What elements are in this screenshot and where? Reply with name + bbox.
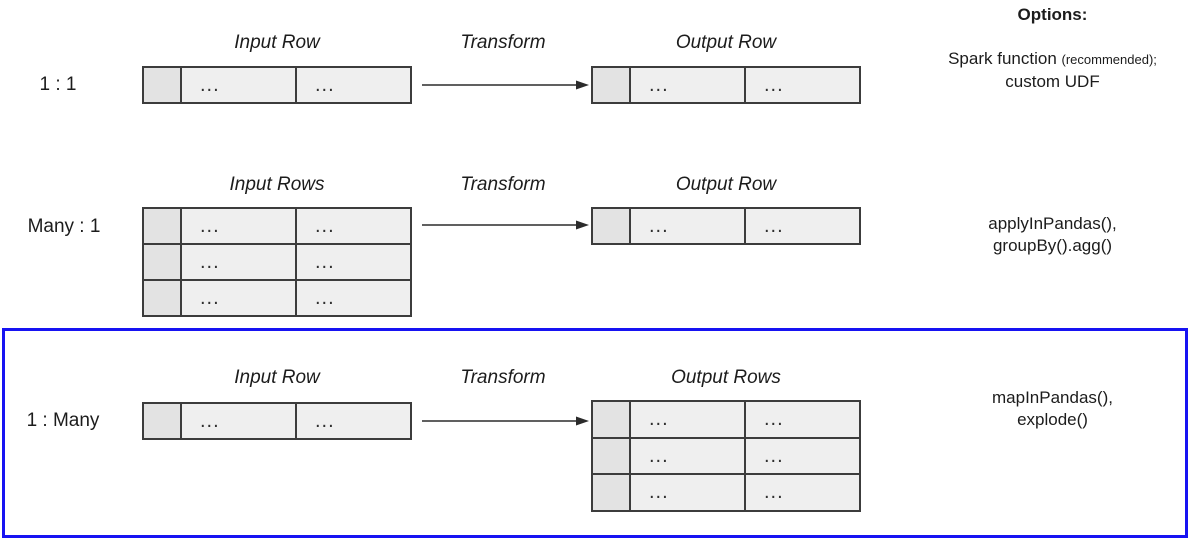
row-data-cell: ... [631,438,746,474]
output-rows-table: ... ... ... ... ... ... [591,400,861,512]
row-data-cell: ... [746,402,859,437]
table-row: ... ... [144,281,410,315]
table-row: ... ... [593,402,859,439]
input-row-table: ... ... [142,66,412,104]
row-key-cell [144,281,182,315]
row-data-cell: ... [631,475,746,511]
output-table-title: Output Rows [671,367,781,388]
input-table-title: Input Row [234,32,320,53]
row-key-cell [593,402,631,437]
ratio-label-1-1: 1 : 1 [39,74,77,95]
table-row: ... ... [144,68,410,102]
row-data-cell: ... [297,209,410,243]
row-data-cell: ... [746,475,859,511]
row-data-cell: ... [631,68,746,102]
table-row: ... ... [593,68,859,102]
row-key-cell [144,209,182,243]
transform-label: Transform [460,367,546,388]
row-key-cell [593,209,631,243]
table-row: ... ... [593,475,859,511]
row-data-cell: ... [746,68,859,102]
options-text-1-1: Spark function (recommended); custom UDF [905,48,1200,93]
table-row: ... ... [144,209,410,245]
row-key-cell [593,68,631,102]
row-key-cell [144,245,182,279]
input-row-table: ... ... [142,402,412,440]
transform-arrow-icon [422,220,589,230]
input-rows-table: ... ... ... ... ... ... [142,207,412,317]
row-data-cell: ... [297,245,410,279]
output-table-title: Output Row [675,174,777,195]
table-row: ... ... [593,438,859,476]
row-data-cell: ... [297,281,410,315]
output-row-table: ... ... [591,66,861,104]
row-data-cell: ... [631,402,746,437]
row-data-cell: ... [297,404,410,438]
transform-label: Transform [460,174,546,195]
ratio-label-many-1: Many : 1 [27,216,101,237]
transform-label: Transform [460,32,546,53]
row-key-cell [593,475,631,511]
row-data-cell: ... [746,209,859,243]
option-line1: mapInPandas(), [992,388,1113,407]
row-key-cell [593,438,631,474]
ratio-label-1-many: 1 : Many [26,410,100,431]
options-heading: Options: [1017,5,1088,24]
transform-arrow-icon [422,80,589,90]
input-table-title: Input Rows [229,174,325,195]
option-line2: explode() [1017,410,1088,429]
options-text-1-many: mapInPandas(), explode() [905,387,1200,431]
table-row: ... ... [144,404,410,438]
row-data-cell: ... [182,281,297,315]
row-data-cell: ... [182,209,297,243]
table-row: ... ... [144,245,410,281]
option-note: (recommended); [1061,52,1157,67]
row-data-cell: ... [182,68,297,102]
option-line2: groupBy().agg() [992,236,1113,255]
table-row: ... ... [593,209,859,243]
options-text-many-1: applyInPandas(), groupBy().agg() [905,213,1200,257]
input-table-title: Input Row [234,367,320,388]
transform-arrow-icon [422,416,589,426]
option-main: Spark function [948,49,1057,68]
row-data-cell: ... [746,438,859,474]
output-table-title: Output Row [675,32,777,53]
output-row-table: ... ... [591,207,861,245]
row-data-cell: ... [297,68,410,102]
row-data-cell: ... [631,209,746,243]
option-line2: custom UDF [1005,72,1100,91]
row-key-cell [144,68,182,102]
option-line1: applyInPandas(), [988,214,1117,233]
row-data-cell: ... [182,404,297,438]
row-key-cell [144,404,182,438]
highlight-border-box [2,328,1188,538]
row-data-cell: ... [182,245,297,279]
